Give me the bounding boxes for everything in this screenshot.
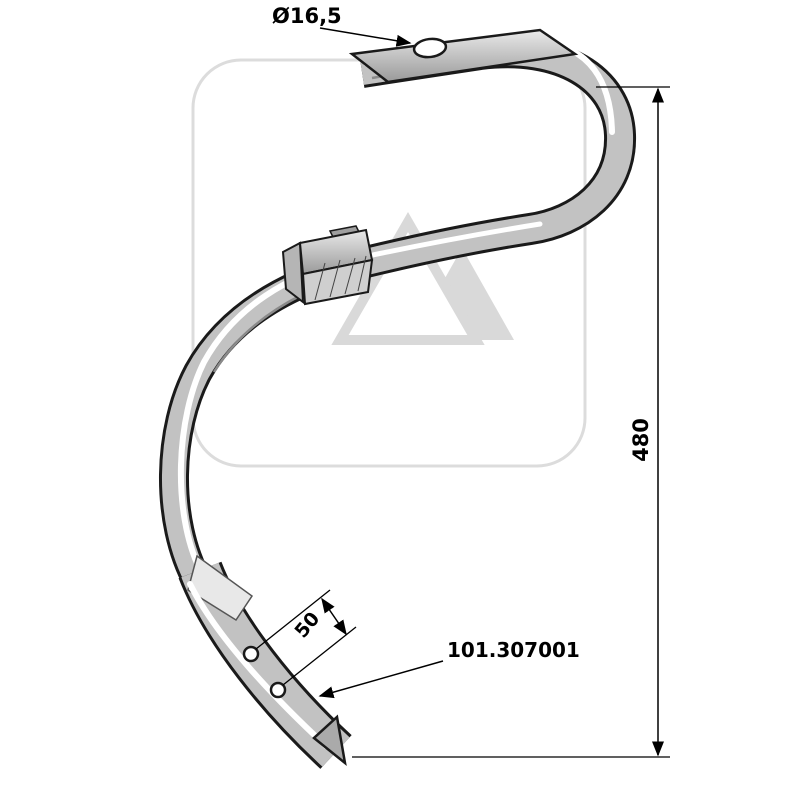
hole-spacing-label: 50 [290, 608, 324, 642]
clamp-left-wedge [281, 241, 305, 305]
clamp-lower-body [301, 258, 374, 306]
spacing-dimension-line [321, 597, 347, 636]
spacing-extension-upper [255, 589, 331, 650]
overall-height-label: 480 [629, 418, 653, 462]
hook-lower-highlight [365, 221, 543, 259]
hole-diameter-leader [319, 27, 412, 47]
part-number-label: 101.307001 [447, 638, 580, 662]
part-number-leader [318, 660, 444, 699]
clamp [281, 225, 374, 306]
watermark-triangle-outline [331, 211, 485, 345]
mounting-plate [348, 28, 579, 84]
mounting-plate-face [348, 28, 579, 84]
mounting-hole [412, 37, 448, 59]
bolt-hole-lower [269, 681, 287, 699]
dimension-overall-height: 480 [352, 86, 670, 758]
tine-shank [159, 249, 362, 590]
share-chamfer-facet [187, 554, 254, 622]
hook-body [354, 39, 634, 277]
shank-body [162, 252, 362, 588]
share-tip [312, 714, 347, 767]
spacing-extension-lower [282, 626, 357, 686]
clamp-hatching [314, 255, 367, 301]
share-point [178, 554, 352, 769]
tine-drawing [159, 28, 636, 769]
dimension-hole-diameter: Ø16,5 [272, 4, 412, 47]
share-highlight [187, 581, 329, 749]
hole-diameter-label: Ø16,5 [272, 4, 342, 28]
part-number: 101.307001 [318, 638, 580, 699]
bolt-hole-upper [242, 645, 260, 663]
watermark-logo-icon [331, 211, 514, 345]
